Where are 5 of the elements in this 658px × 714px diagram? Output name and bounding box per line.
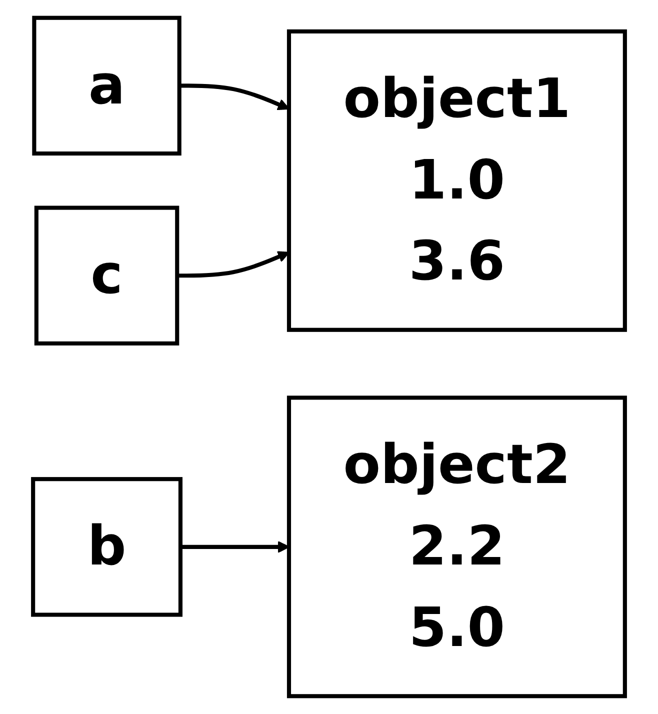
node-box: object1 1.0 3.6 [286, 29, 627, 332]
node-box: b [31, 477, 182, 617]
node-box: c [34, 206, 180, 346]
node-box: object2 2.2 5.0 [286, 396, 627, 698]
node-box: a [32, 16, 182, 156]
